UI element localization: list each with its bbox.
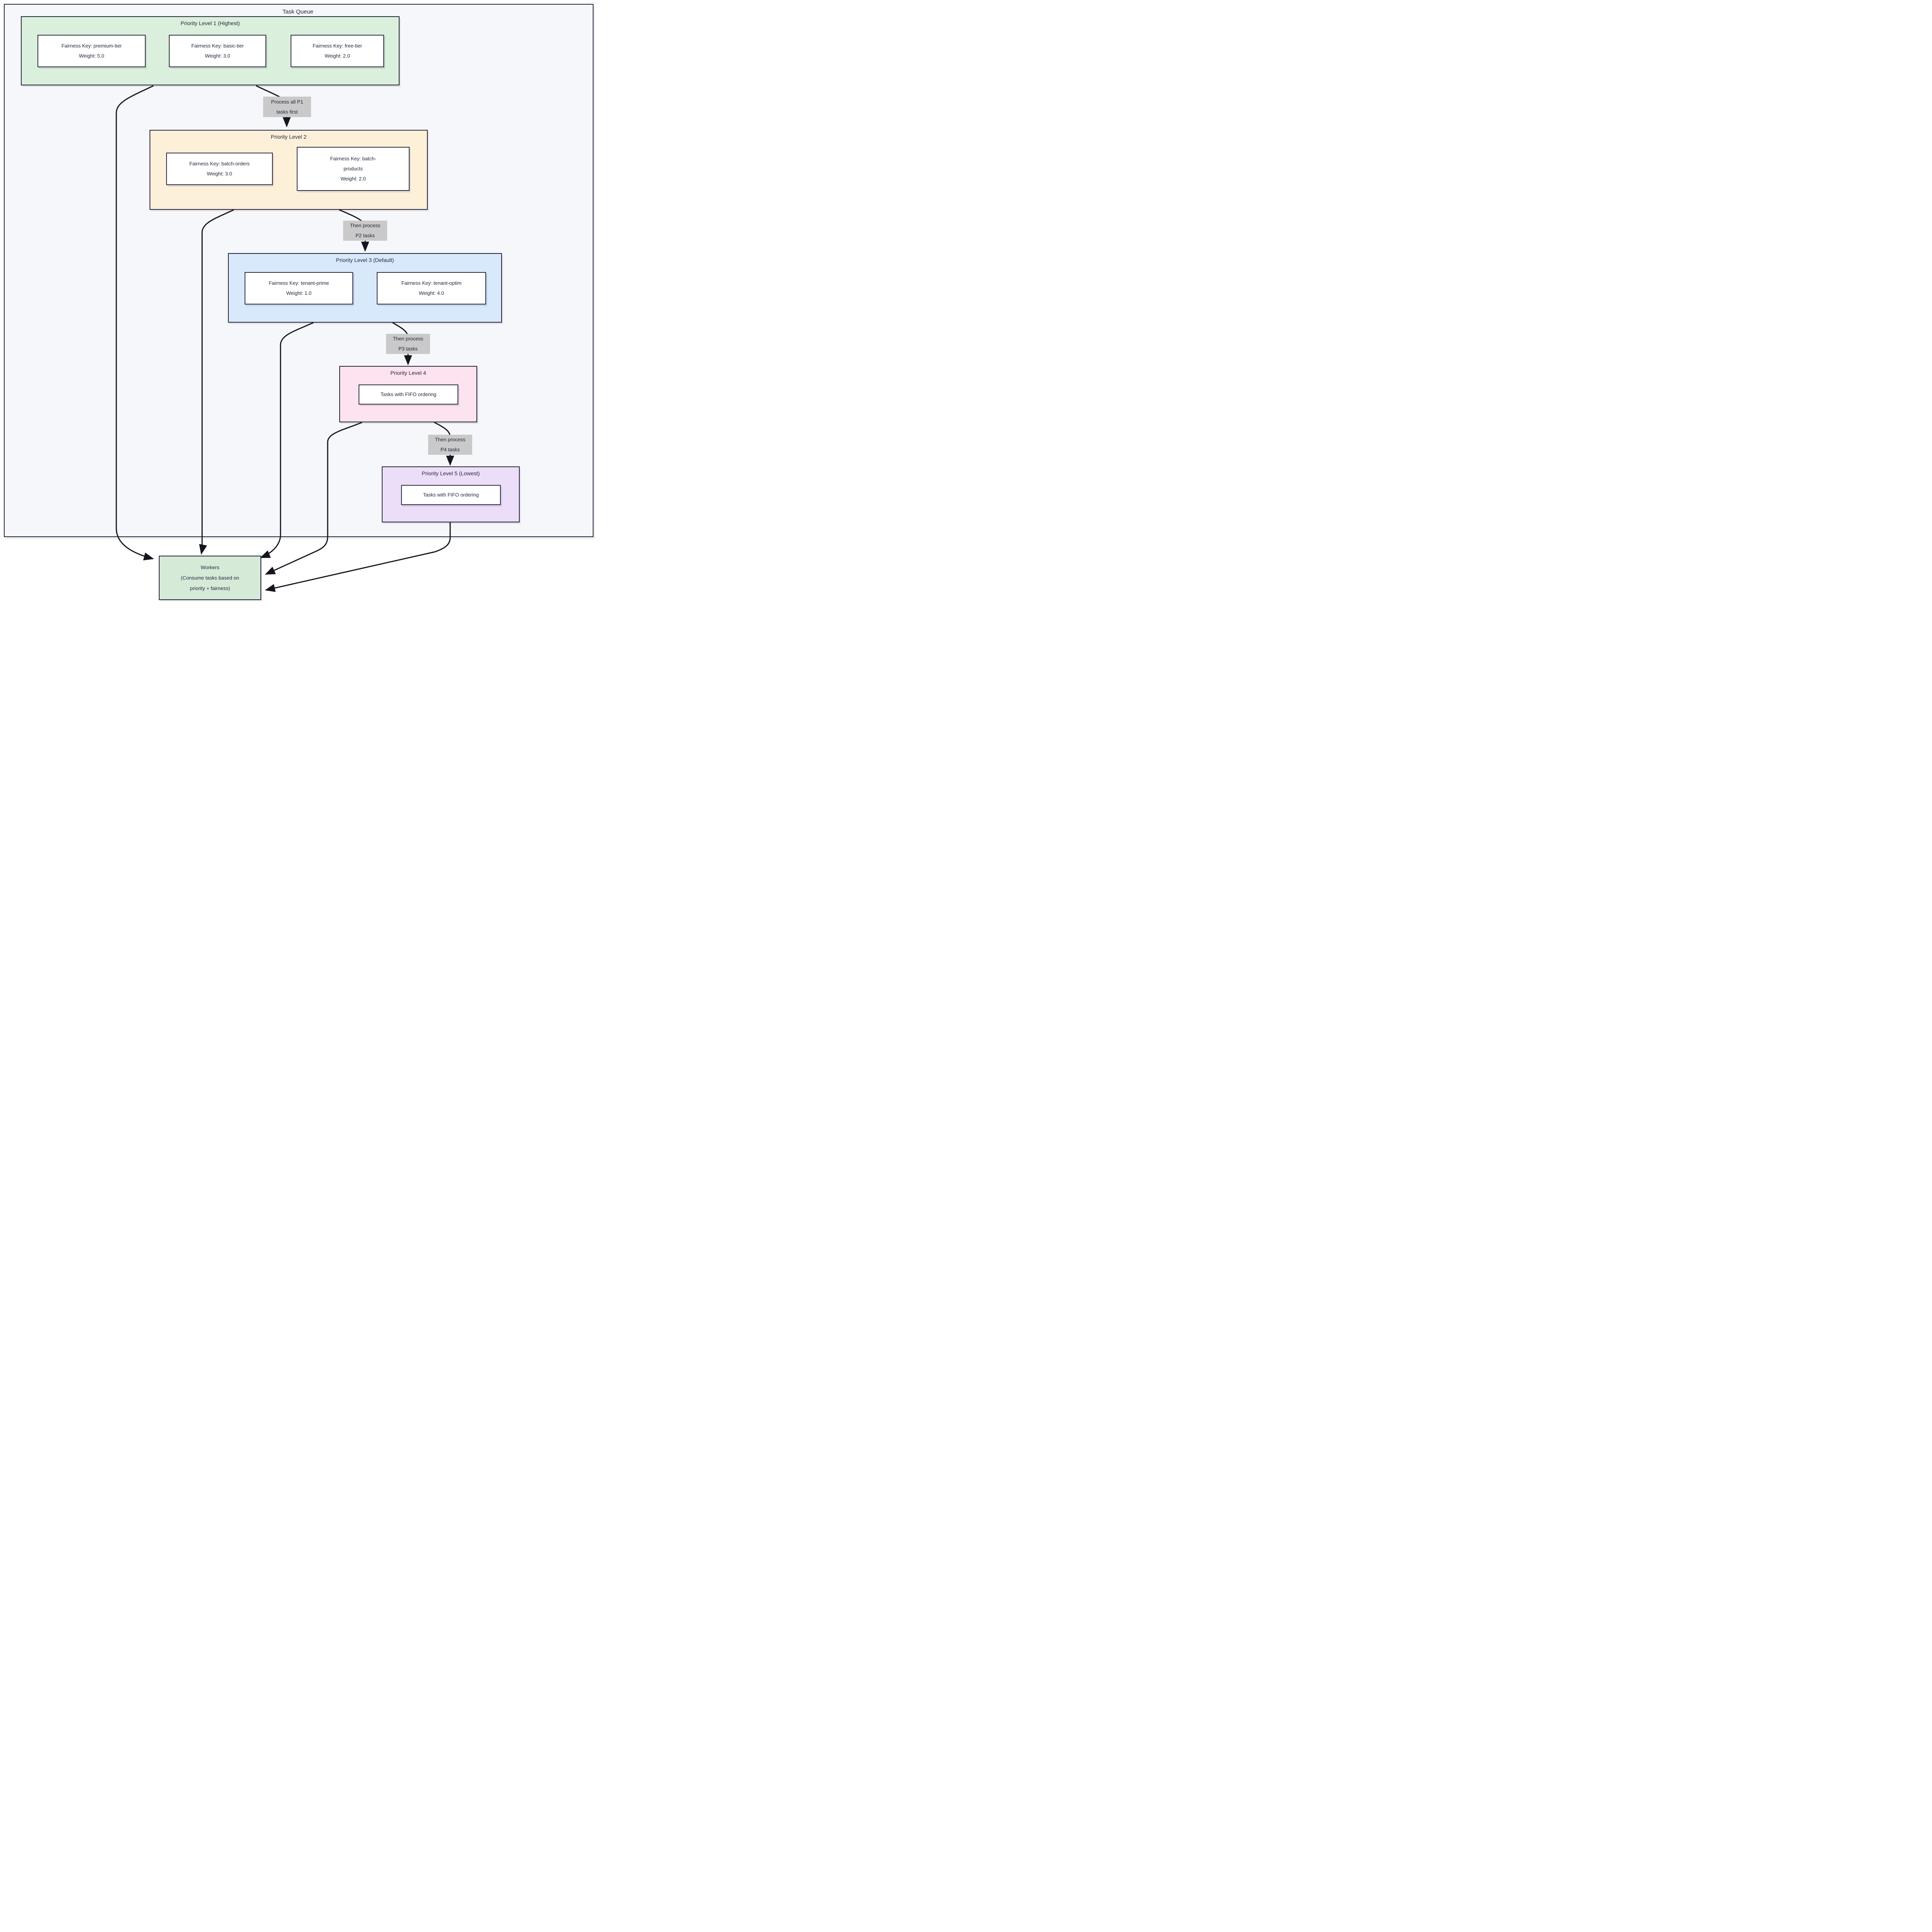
fairness-node-tenant-prime: Fairness Key: tenant-prime Weight: 1.0 (245, 272, 353, 304)
workers-node: Workers (Consume tasks based on priority… (159, 556, 261, 600)
priority-level-4-title: Priority Level 4 (390, 370, 426, 376)
fairness-node-free-tier: Fairness Key: free-tier Weight: 2.0 (291, 35, 384, 67)
fairness-node-basic-tier: Fairness Key: basic-tier Weight: 3.0 (169, 35, 266, 67)
edge-label-process-p4: Then process P4 tasks (428, 435, 472, 455)
fifo-node-p4: Tasks with FIFO ordering (359, 384, 458, 405)
diagram-canvas: Task Queue Priority Level 1 (Highest) Fa… (0, 0, 596, 601)
edge-label-process-p2: Then process P2 tasks (343, 221, 387, 241)
priority-level-5-title: Priority Level 5 (Lowest) (422, 470, 480, 476)
edge-label-process-p1: Process all P1 tasks first (263, 97, 311, 117)
fairness-node-tenant-optim: Fairness Key: tenant-optim Weight: 4.0 (377, 272, 486, 304)
fairness-node-batch-orders: Fairness Key: batch-orders Weight: 3.0 (166, 153, 273, 185)
priority-level-2-title: Priority Level 2 (270, 134, 307, 140)
priority-level-3-title: Priority Level 3 (Default) (336, 257, 394, 263)
edge-label-process-p3: Then process P3 tasks (386, 334, 430, 354)
fairness-node-premium-tier: Fairness Key: premium-tier Weight: 5.0 (37, 35, 146, 67)
task-queue-title: Task Queue (282, 9, 314, 15)
fairness-node-batch-products: Fairness Key: batch- products Weight: 2.… (297, 147, 410, 191)
fifo-node-p5: Tasks with FIFO ordering (401, 485, 501, 505)
priority-level-1-title: Priority Level 1 (Highest) (180, 20, 240, 26)
